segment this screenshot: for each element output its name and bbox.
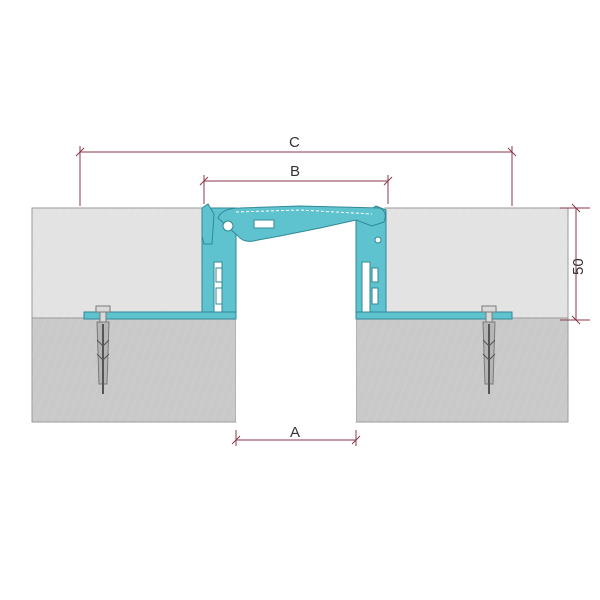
dimension-c-label: C (289, 134, 300, 151)
dimension-a-label: A (290, 424, 300, 441)
dimension-height (560, 203, 590, 325)
dimension-a (231, 430, 361, 446)
profile-left (83, 203, 237, 320)
dimension-b (199, 175, 393, 204)
profile-right (355, 205, 513, 320)
cover-plate (217, 205, 386, 242)
dimension-c (75, 146, 517, 206)
anchor-bolt-right (481, 305, 497, 394)
dimension-height-label: 50 (570, 258, 587, 275)
dimension-b-label: B (290, 163, 300, 180)
anchor-bolt-left (95, 305, 111, 394)
